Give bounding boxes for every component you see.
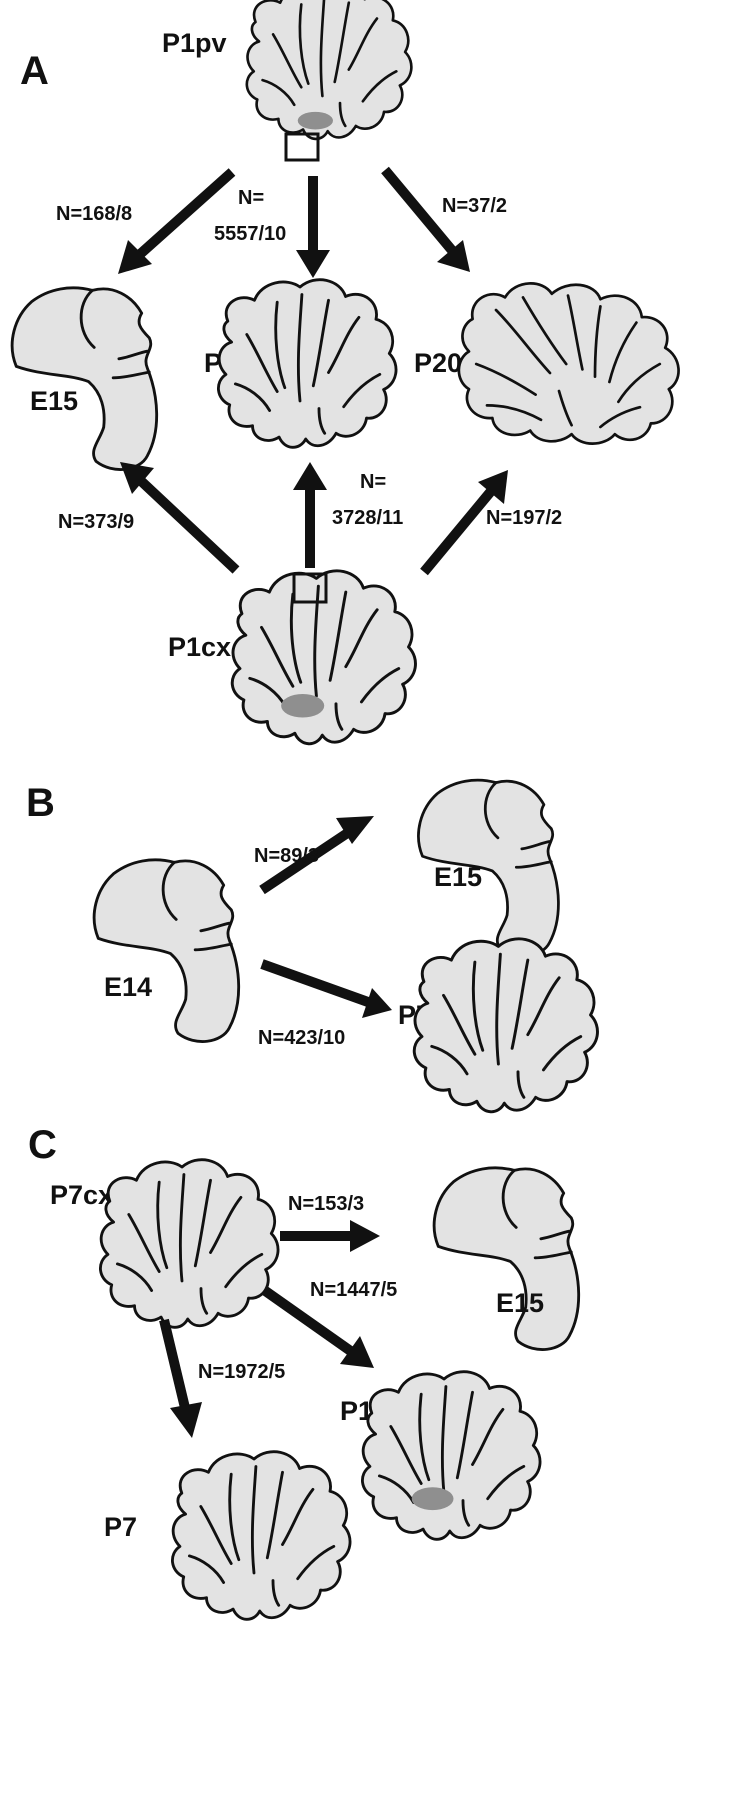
stage-label-p7cx: P7cx [50,1180,113,1210]
panel-letter-c: C [28,1123,57,1167]
p7cx-cerebellum-icon [98,1158,280,1329]
arrow-p1pv-to-p20 [381,166,470,272]
n-label-e14-e15: N=89/3 [254,845,319,867]
stage-label-b-e15: E15 [434,862,482,892]
p1cx-cerebellum-icon [230,569,417,746]
n-label-e14-p7: N=423/10 [258,1027,345,1049]
graft-region-icon [281,694,325,718]
arrow-p1cx-to-p20 [420,470,508,576]
e15-cerebellum-icon [10,286,159,471]
stage-label-a-e15: E15 [30,386,78,416]
panel-letter-a: A [20,49,49,93]
arrow-p1cx-to-e15 [120,462,240,574]
arrow-p1pv-to-p7 [296,176,330,278]
stage-label-e14: E14 [104,972,152,1002]
n-label-p1cx-p7-line1: N= [360,471,386,493]
n-label-p1pv-p7-line1: N= [238,187,264,209]
arrow-p7cx-to-p1 [261,1285,374,1368]
n-label-p1pv-p20: N=37/2 [442,195,507,217]
stage-label-c-p7: P7 [104,1512,137,1542]
stage-label-p1pv: P1pv [162,28,227,58]
n-label-p1cx-p7-line2: 3728/11 [332,507,403,529]
arrow-p7cx-to-e15 [280,1220,380,1252]
e15-cerebellum-icon [432,1166,581,1351]
n-label-p7cx-p1: N=1447/5 [310,1279,397,1301]
panel-a: A P1pv N=168/8 N= 5557/10 N=37/2 E15 [10,0,680,746]
p1-cerebellum-icon [360,1370,542,1541]
stage-label-p1cx: P1cx [168,632,231,662]
p7-cerebellum-icon [170,1450,352,1621]
p1pv-cerebellum-icon [245,0,413,141]
graft-region-icon [411,1487,454,1511]
p7-cerebellum-icon [216,278,398,449]
n-label-p7cx-e15: N=153/3 [288,1193,364,1215]
stage-label-c-e15: E15 [496,1288,544,1318]
donor-site-box-icon [284,132,320,162]
stage-label-p20: P20 [414,348,462,378]
panel-b: B E14 N=89/3 N=423/10 E15 P7 [26,778,599,1114]
n-label-p1cx-p20: N=197/2 [486,507,562,529]
arrow-p1pv-to-e15 [118,168,236,274]
n-label-p7cx-p7: N=1972/5 [198,1361,285,1383]
arrow-p7cx-to-p7 [159,1318,202,1438]
p20-cerebellum-icon [457,282,680,445]
p7-cerebellum-icon [412,937,599,1114]
graft-region-icon [297,111,333,130]
arrow-e14-to-p7 [260,959,392,1018]
arrow-e14-to-e15 [259,816,374,895]
n-label-p1pv-e15: N=168/8 [56,203,132,225]
n-label-p1pv-p7-line2: 5557/10 [214,223,286,245]
panel-c: C P7cx N=153/3 N=1447/5 N=1972/5 E15 P1 [28,1123,581,1621]
donor-site-box-icon [292,572,328,604]
e14-cerebellum-icon [92,858,241,1043]
n-label-p1cx-e15: N=373/9 [58,511,134,533]
arrow-p1cx-to-p7 [293,462,327,568]
panel-letter-b: B [26,781,55,825]
